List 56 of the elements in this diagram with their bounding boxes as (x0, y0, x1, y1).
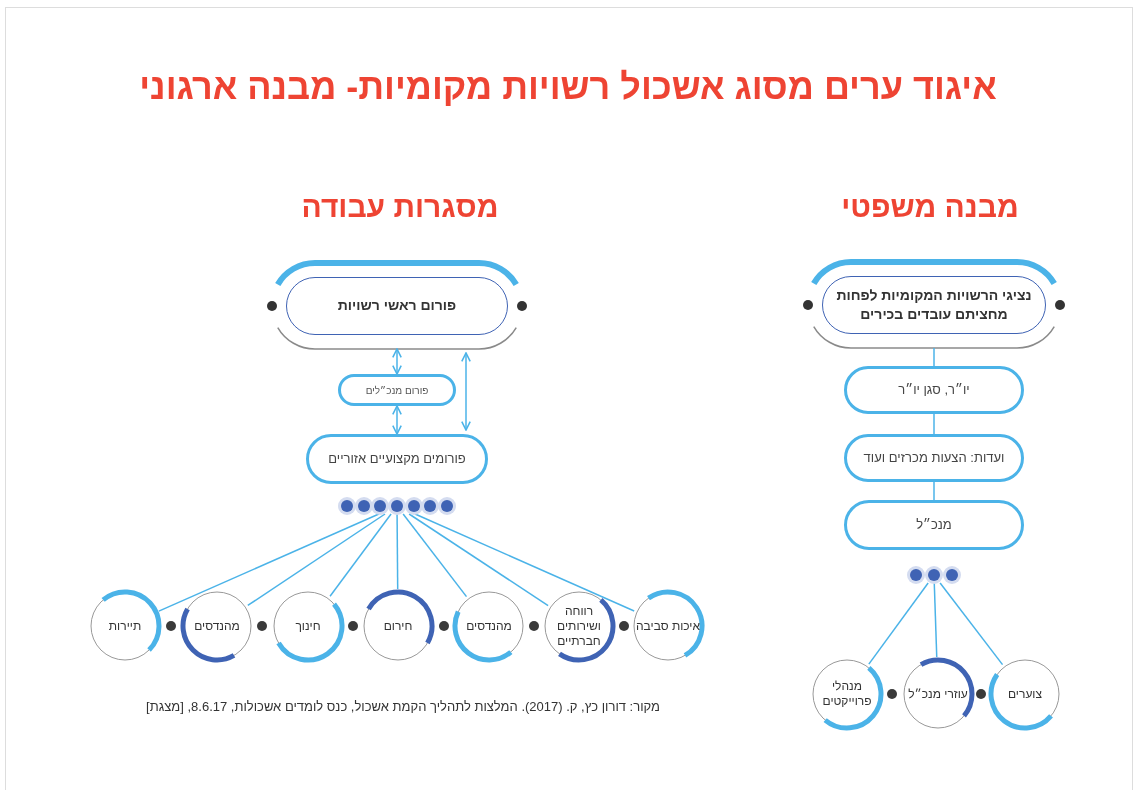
node-label: עוזרי מנכ״ל (908, 686, 968, 702)
node-label: פורומים מקצועיים אזוריים (328, 450, 466, 469)
node-label: מנכ״ל (916, 516, 952, 535)
category-circle (452, 589, 526, 663)
pill-box (286, 277, 508, 335)
node-label: פורום ראשי רשויות (337, 296, 457, 316)
connector-line (933, 481, 935, 501)
node-label: צוערים (1007, 686, 1043, 702)
dot-row (341, 498, 453, 514)
connector-line (933, 413, 935, 435)
connector-line (402, 513, 468, 598)
node-label: יו״ר, סגן יו״ר (898, 381, 970, 400)
node-label: מנהלי פרוייקטים (821, 679, 873, 709)
node-label: פורום מנכ״לים (365, 383, 429, 398)
connector-line (247, 513, 386, 607)
category-circle (180, 589, 254, 663)
arrow (392, 348, 402, 375)
node-label: ועדות: הצעות מכרזים ועוד (863, 449, 1005, 468)
source-caption: מקור: דורון כץ, ק. (2017). המלצות לתהליך הקמת אשכול, כנס לומדים אשכולות, 8.6.17, [מצגת] (145, 698, 660, 716)
category-circle (810, 657, 884, 731)
node-label: חינוך (295, 618, 321, 634)
category-circle (631, 589, 705, 663)
node-label: חירום (383, 618, 413, 634)
dot-row (910, 567, 958, 583)
connector-line (933, 582, 938, 658)
pill-box (338, 374, 456, 406)
arrow (461, 352, 471, 431)
node-label: מהנדסים (194, 618, 240, 634)
node-label: רווחה ושירותים חברתיים (556, 603, 602, 649)
connector-line (408, 513, 549, 607)
node-label: תיירות (108, 618, 142, 634)
category-circle (271, 589, 345, 663)
connector-line (933, 347, 935, 367)
pill-box (306, 434, 488, 484)
category-circle (542, 589, 616, 663)
node-label: מהנדסים (466, 618, 512, 634)
pill-box (844, 434, 1024, 482)
section-heading: מבנה משפטי (840, 189, 1020, 225)
connector-line (396, 513, 399, 590)
pill-box (844, 500, 1024, 550)
connector-line (939, 582, 1004, 666)
category-circle (88, 589, 162, 663)
section-heading: מסגרות עבודה (300, 189, 500, 225)
connector-line (158, 513, 380, 612)
node-label: נציגי הרשויות המקומיות לפחות מחציתם עובדים בכירים (835, 285, 1033, 324)
category-circle (988, 657, 1062, 731)
pill-box (822, 276, 1046, 334)
connector-line (329, 513, 392, 598)
title: איגוד ערים מסוג אשכול רשויות מקומיות- מבנה ארגוני (138, 65, 998, 109)
connector-line (414, 513, 635, 612)
category-circle (901, 657, 975, 731)
arrow (392, 405, 402, 435)
node-label: איכות סביבה (635, 618, 700, 634)
pill-box (844, 366, 1024, 414)
connector-line (868, 582, 929, 665)
category-circle (361, 589, 435, 663)
